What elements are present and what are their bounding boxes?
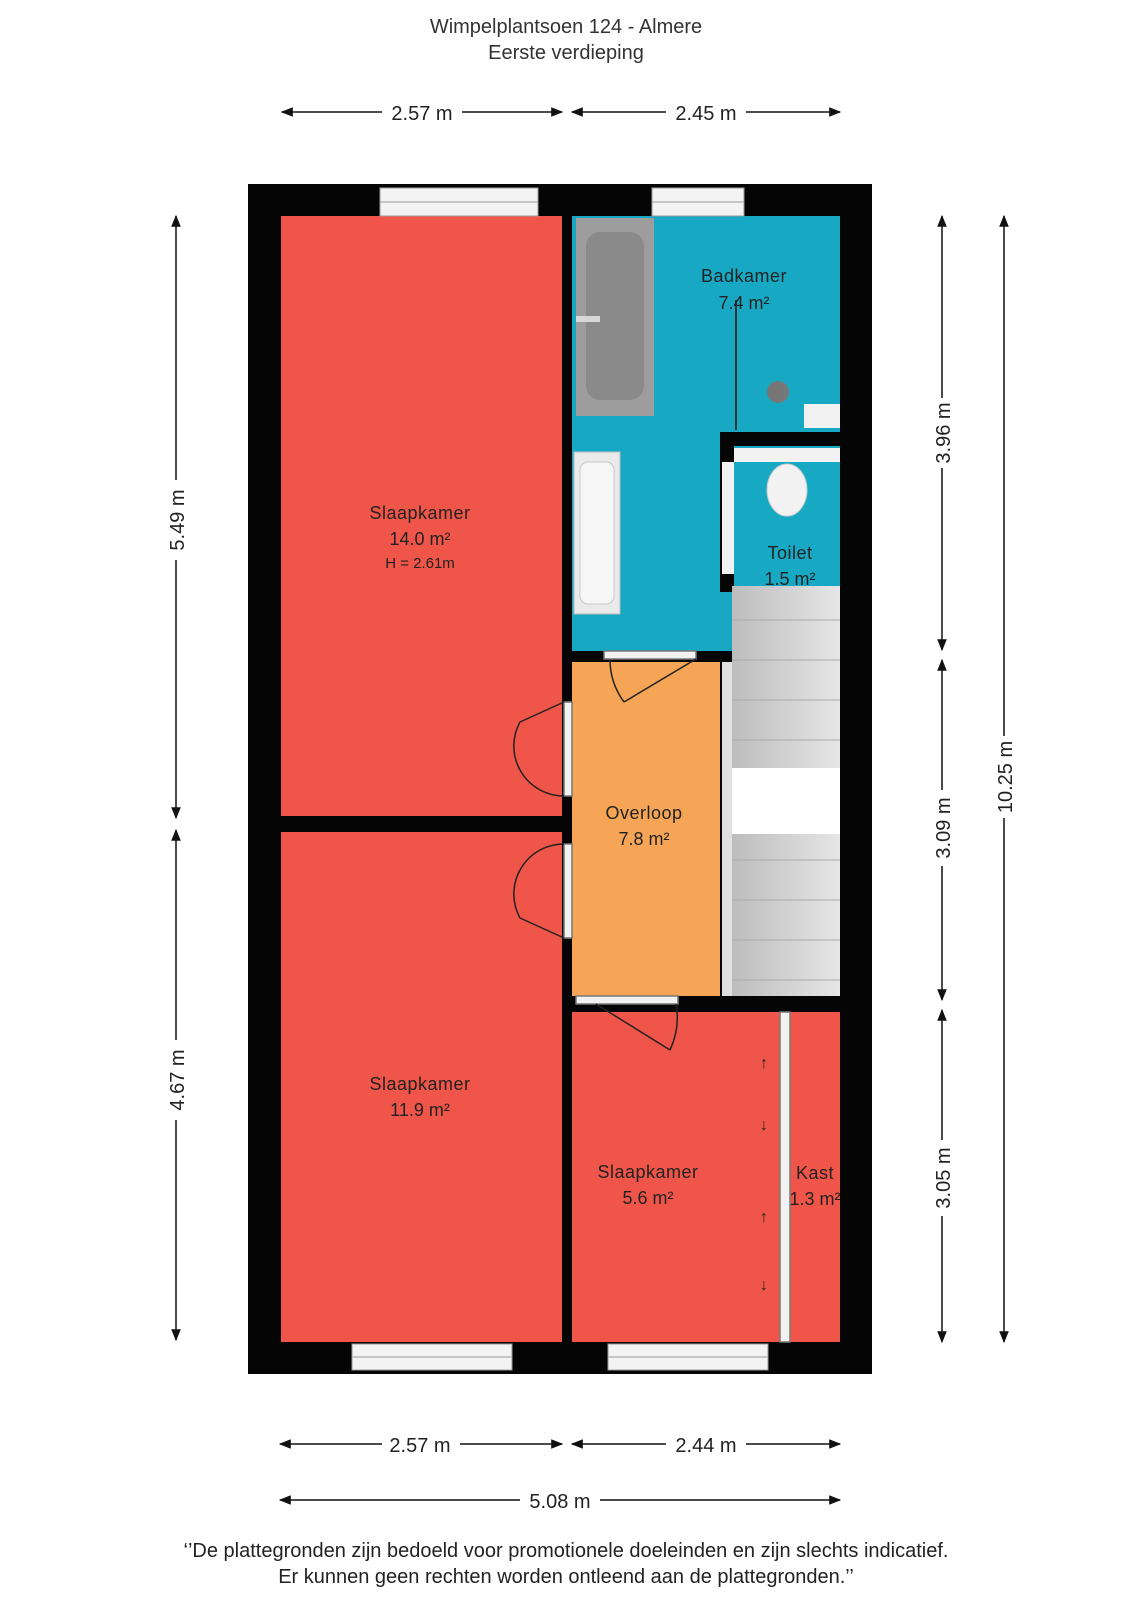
- svg-text:↑: ↑: [760, 1209, 768, 1226]
- dim-bottom-left: 2.57 m: [389, 1435, 450, 1457]
- overloop-area: 7.8 m²: [618, 829, 669, 849]
- dimension-lines: [171, 107, 1009, 1505]
- address-title: Wimpelplantsoen 124 - Almere: [429, 16, 703, 38]
- slaapkamer-2-floor: [281, 832, 562, 1342]
- slaapkamer-1-area: 14.0 m²: [389, 529, 450, 549]
- staircase: [722, 586, 840, 996]
- dim-right-lower: 3.05 m: [933, 1147, 955, 1208]
- slaapkamer-1-name: Slaapkamer: [369, 503, 470, 523]
- overloop-name: Overloop: [605, 803, 682, 823]
- badkamer-name: Badkamer: [701, 266, 787, 286]
- dim-bottom-right: 2.44 m: [675, 1435, 736, 1457]
- kast-name: Kast: [796, 1163, 834, 1183]
- slaapkamer-3-floor: [572, 1012, 780, 1342]
- slaapkamer-2-name: Slaapkamer: [369, 1074, 470, 1094]
- doors: [513, 650, 791, 1343]
- dim-right-middle: 3.09 m: [933, 797, 955, 858]
- bath-cabinet: [804, 404, 840, 428]
- sink: [573, 451, 621, 615]
- slaapkamer-2-area: 11.9 m²: [390, 1100, 450, 1120]
- overloop-floor: [572, 662, 720, 996]
- dim-top-left: 2.57 m: [391, 103, 452, 125]
- kast-area: 1.3 m²: [789, 1189, 840, 1209]
- slaapkamer-3-area: 5.6 m²: [622, 1188, 673, 1208]
- sliding-door-arrows: ↑ ↓ ↑ ↓: [760, 1055, 768, 1294]
- dim-right-upper: 3.96 m: [933, 402, 955, 463]
- kast-floor: [790, 1012, 840, 1342]
- dim-left-upper: 5.49 m: [167, 489, 189, 550]
- svg-text:↑: ↑: [760, 1055, 768, 1072]
- slaapkamer-3-name: Slaapkamer: [597, 1162, 698, 1182]
- svg-text:↓: ↓: [760, 1277, 768, 1294]
- svg-text:↓: ↓: [760, 1117, 768, 1134]
- dim-left-lower: 4.67 m: [167, 1049, 189, 1110]
- windows: [351, 187, 769, 1371]
- toilet-name: Toilet: [767, 543, 812, 563]
- bathtub: [576, 218, 654, 416]
- toilet-area: 1.5 m²: [764, 569, 815, 589]
- dim-right-total: 10.25 m: [995, 741, 1017, 813]
- disclaimer-line-2: Er kunnen geen rechten worden ontleend a…: [278, 1566, 854, 1588]
- slaapkamer-1-height: H = 2.61m: [385, 555, 455, 572]
- badkamer-area: 7.4 m²: [718, 293, 769, 313]
- disclaimer-line-1: ‘’De plattegronden zijn bedoeld voor pro…: [183, 1540, 949, 1562]
- shower: [735, 300, 789, 430]
- floor-title: Eerste verdieping: [488, 42, 644, 64]
- dim-top-right: 2.45 m: [675, 103, 736, 125]
- dim-bottom-total: 5.08 m: [529, 1491, 590, 1513]
- toilet-bowl: [734, 448, 840, 517]
- toilet-door-frame: [722, 462, 734, 574]
- slaapkamer-1-floor: [281, 216, 562, 816]
